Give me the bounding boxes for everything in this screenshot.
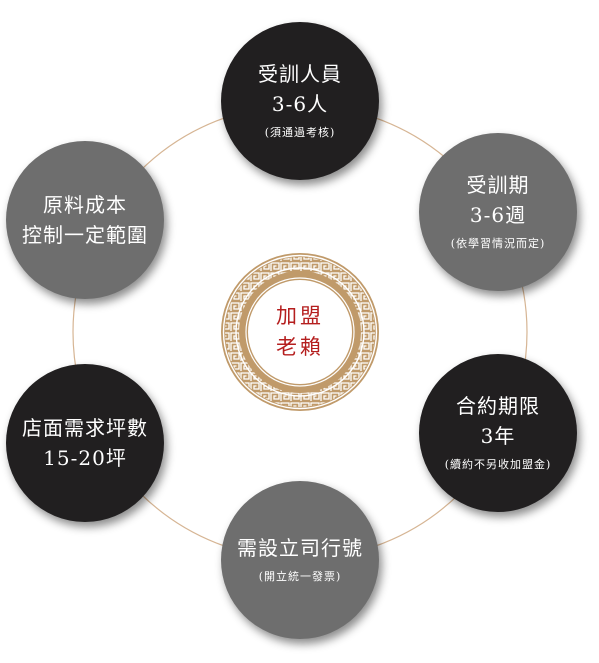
center-badge: 加盟 老賴: [220, 252, 380, 412]
node-trainees: 受訓人員 3-6人 (須通過考核): [221, 22, 379, 180]
node-store-size: 店面需求坪數 15-20坪: [6, 364, 164, 522]
node-training-period-line-2: 3-6週: [469, 203, 527, 227]
meander-medallion-icon: [221, 253, 379, 411]
node-store-size-line-1: 店面需求坪數: [22, 416, 148, 440]
node-contract-term-line-1: 合約期限: [456, 394, 540, 418]
node-cost-control-line-2: 控制一定範圍: [22, 223, 148, 247]
node-trainees-note: (須通過考核): [264, 126, 336, 139]
node-contract-term: 合約期限 3年 (續約不另收加盟金): [419, 354, 577, 512]
node-store-size-line-2: 15-20坪: [43, 446, 127, 470]
center-title-line-1: 加盟: [276, 304, 324, 328]
node-contract-term-line-2: 3年: [480, 424, 516, 448]
node-trainees-line-1: 受訓人員: [258, 62, 342, 86]
node-training-period-line-1: 受訓期: [466, 173, 530, 197]
node-company-line-1: 需設立司行號: [237, 536, 363, 560]
center-title-line-2: 老賴: [276, 335, 324, 359]
node-cost-control-line-1: 原料成本: [43, 193, 127, 217]
node-training-period: 受訓期 3-6週 (依學習情況而定): [419, 133, 577, 291]
node-training-period-note: (依學習情況而定): [450, 237, 546, 250]
node-cost-control: 原料成本 控制一定範圍: [6, 141, 164, 299]
node-company-note: (開立統一發票): [258, 570, 342, 583]
node-contract-term-note: (續約不另收加盟金): [444, 458, 552, 471]
center-text: 加盟 老賴: [220, 252, 380, 412]
node-trainees-line-2: 3-6人: [271, 92, 329, 116]
node-company: 需設立司行號 (開立統一發票): [221, 481, 379, 639]
